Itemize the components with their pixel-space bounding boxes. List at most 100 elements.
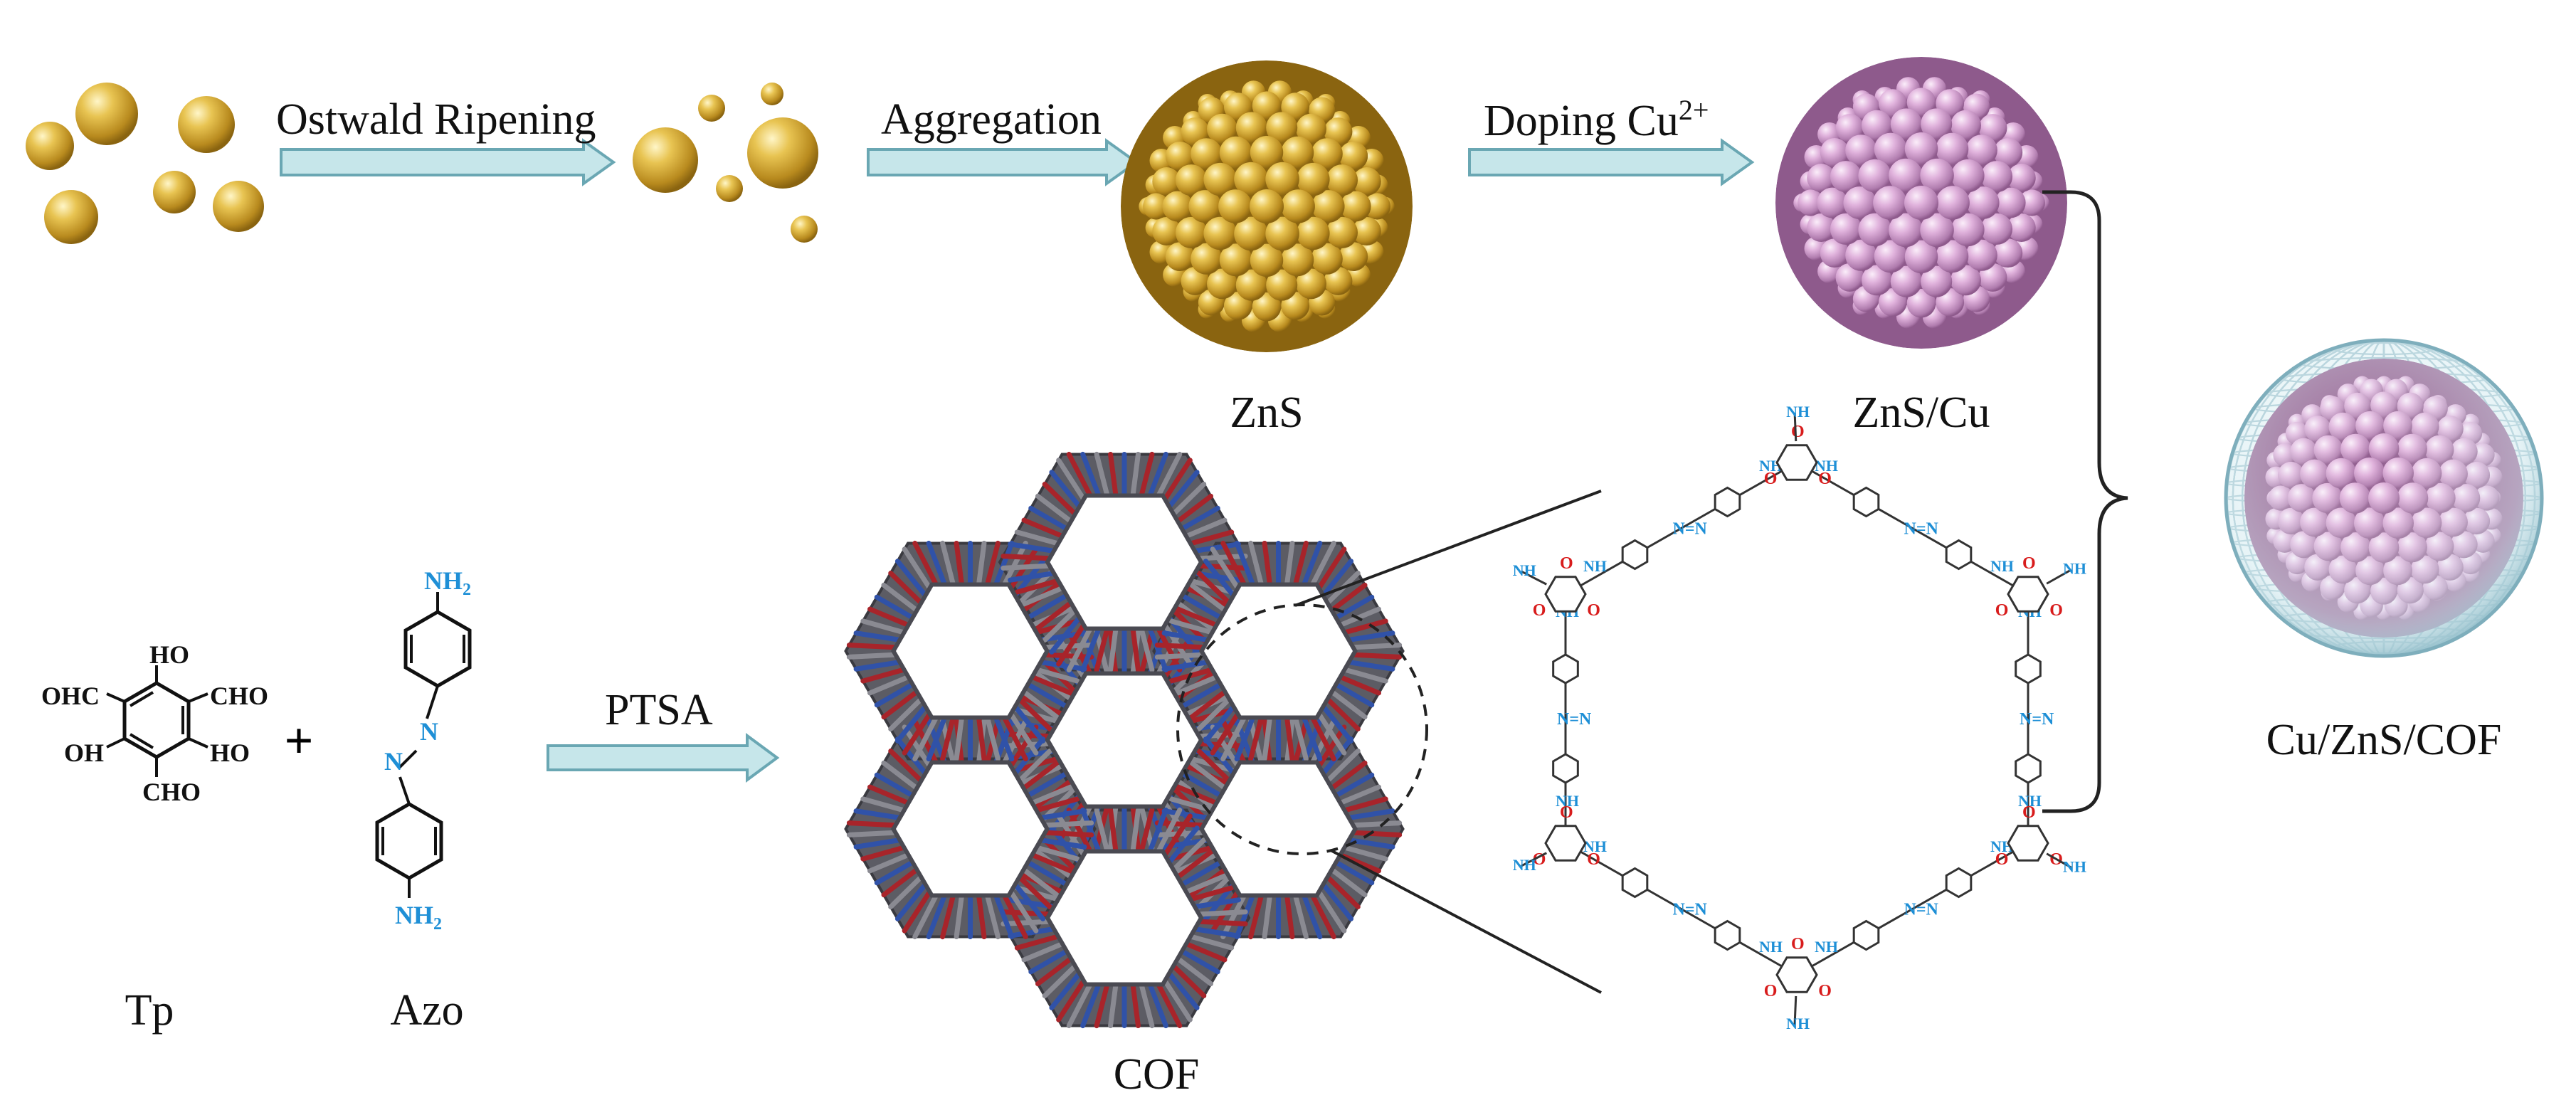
cof-stripe — [1189, 529, 1235, 546]
cof-stripe — [1009, 712, 1039, 756]
packed-bead — [1339, 242, 1368, 272]
zns-cu-sphere — [1775, 57, 2067, 349]
packed-bead — [1219, 243, 1252, 277]
nh-label: NH — [1583, 557, 1607, 575]
cof-stripe — [1154, 652, 1205, 660]
packed-bead — [1266, 269, 1298, 301]
cof-stripe — [1189, 885, 1235, 902]
oxygen-label: O — [1818, 470, 1832, 488]
cof-stripe — [1210, 724, 1240, 768]
packed-bead — [1906, 288, 1936, 318]
cof-stripe — [1009, 724, 1039, 768]
phenyl-ring — [1552, 753, 1579, 784]
cof-stripe — [1108, 983, 1119, 1029]
cof-stripe — [1066, 627, 1092, 673]
ostwald-ripening-arrow — [280, 138, 616, 186]
cof-stripe — [1189, 582, 1227, 613]
cof-stripe — [1210, 712, 1240, 756]
cof-stripe — [1182, 772, 1223, 798]
cof-stripe — [1026, 682, 1067, 708]
cof-stripe — [902, 546, 931, 590]
cof-stripe — [1193, 897, 1241, 909]
nh-label: NH — [1786, 1015, 1810, 1032]
cof-stripe — [853, 660, 902, 672]
cof-pore — [1199, 582, 1358, 720]
cof-stripe — [940, 894, 956, 940]
cof-stripe — [1185, 517, 1228, 539]
packed-bead — [1252, 292, 1282, 322]
phenyl-ring — [1945, 867, 1973, 899]
cof-stripe — [1310, 894, 1336, 940]
tp-right-ho: HO — [210, 739, 250, 767]
cof-stripe — [1021, 517, 1064, 539]
oxygen-label: O — [2049, 601, 2063, 620]
zns-particle — [153, 171, 196, 213]
cof-stripe — [888, 697, 923, 731]
cof-stripe — [1066, 983, 1092, 1029]
cof-stripe — [1262, 894, 1272, 940]
phenyl-ring — [1852, 919, 1880, 951]
nh-label: NH — [1786, 403, 1810, 421]
cof-stripe — [846, 643, 897, 650]
nh-label: NH — [2063, 560, 2086, 578]
triketone-ring — [1544, 825, 1587, 862]
cof-stripe — [1351, 820, 1403, 828]
outer-bond — [1521, 852, 1548, 867]
cof-stripe — [1080, 983, 1101, 1029]
zns-particle — [698, 95, 725, 122]
packed-bead — [1807, 213, 1836, 242]
cof-stripe — [1248, 540, 1264, 586]
cof-stripe — [1321, 736, 1354, 776]
cof-stripe — [1130, 983, 1141, 1029]
cof-stripe — [1326, 697, 1361, 731]
oxygen-label: O — [2022, 803, 2036, 822]
cof-stripe — [1343, 845, 1388, 862]
cof-stripe — [1021, 586, 1064, 607]
cof-stripe — [1193, 926, 1241, 939]
azo-n-label: N=N — [2020, 710, 2054, 729]
cof-stripe — [874, 682, 914, 708]
packed-bead — [1281, 189, 1315, 223]
packed-bead — [1874, 240, 1907, 273]
cof-stripe — [1339, 606, 1381, 628]
outer-bond — [1521, 570, 1548, 586]
cof-stripe — [1001, 554, 1051, 561]
cof-stripe — [1139, 807, 1155, 853]
packed-bead — [1250, 243, 1284, 278]
phenyl-ring — [2015, 653, 2042, 684]
packed-bead — [1235, 112, 1267, 144]
cof-stripe — [874, 860, 914, 886]
packed-bead — [1250, 135, 1284, 169]
cof-stripe — [1080, 451, 1101, 497]
cof-stripe — [867, 606, 910, 628]
cof-stripe — [1156, 627, 1183, 673]
cof-stripe — [1326, 749, 1361, 783]
tp-label: Tp — [125, 986, 174, 1035]
framework-bond — [1796, 461, 2029, 596]
phenyl-ring — [1714, 919, 1741, 951]
cof-stripe — [1193, 541, 1241, 554]
nh-label: NH — [1513, 561, 1536, 579]
packed-bead — [1874, 132, 1907, 166]
cof-stripe — [1130, 807, 1141, 853]
cof-stripe — [881, 867, 919, 898]
azo-n-label: N=N — [1557, 710, 1592, 729]
cof-stripe — [1094, 451, 1110, 497]
cof-stripe — [1262, 540, 1272, 586]
packed-bead — [1807, 164, 1836, 192]
zoom-indicator — [1176, 490, 1602, 994]
cof-pore — [1045, 671, 1204, 809]
cof-stripe — [1198, 919, 1248, 926]
packed-bead — [1352, 167, 1381, 196]
cof-stripe — [1182, 682, 1223, 708]
cof-stripe — [1330, 867, 1368, 898]
packed-bead — [1252, 91, 1282, 121]
cof-stripe — [940, 540, 956, 586]
cof-stripe — [1262, 716, 1272, 762]
cof-stripe — [940, 716, 956, 762]
cof-stripe — [1302, 540, 1323, 586]
cof-stripe — [954, 540, 964, 586]
packed-bead — [1862, 265, 1892, 296]
cof-stripe — [985, 540, 1001, 586]
triketone-ring — [2007, 825, 2049, 862]
